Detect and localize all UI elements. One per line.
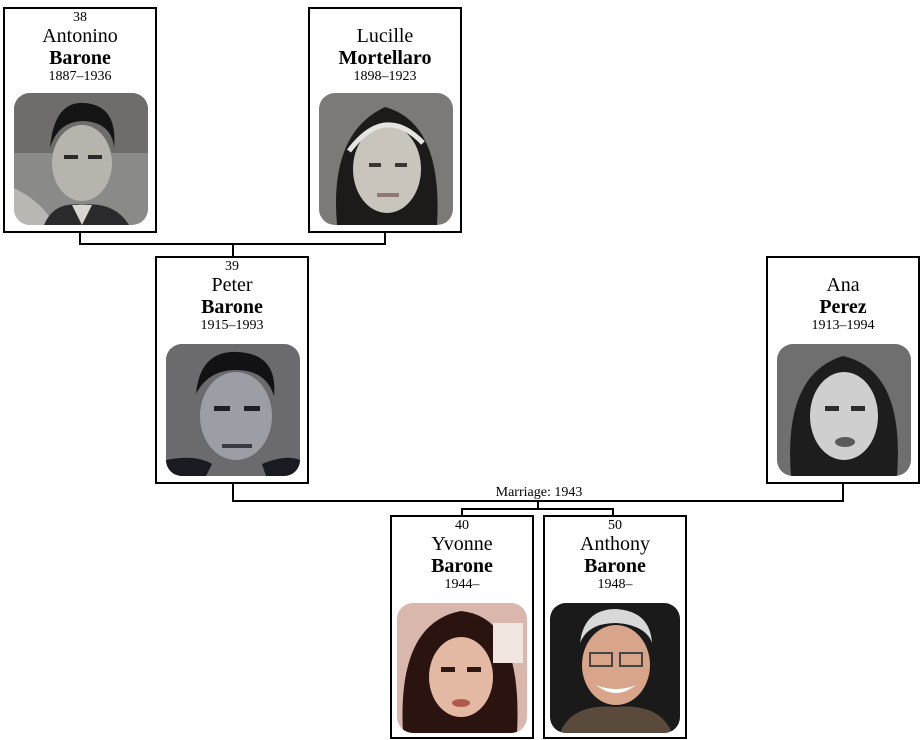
person-card-ana[interactable]: Ana Perez 1913–1994 bbox=[766, 256, 920, 484]
person-dates: 1915–1993 bbox=[200, 318, 264, 333]
person-dates: 1944– bbox=[444, 577, 480, 592]
person-card-antonino[interactable]: 38 Antonino Barone 1887–1936 bbox=[3, 7, 157, 233]
portrait-woman-young-icon bbox=[397, 603, 527, 733]
person-first-name: Ana bbox=[826, 274, 860, 296]
person-card-peter[interactable]: 39 Peter Barone 1915–1993 bbox=[155, 256, 309, 484]
children-connector-down bbox=[537, 500, 539, 509]
person-number bbox=[768, 260, 918, 274]
person-first-name: Yvonne bbox=[431, 533, 493, 555]
person-first-name: Antonino bbox=[42, 25, 118, 47]
children-connector-bar bbox=[461, 508, 614, 510]
person-number: 40 bbox=[455, 518, 469, 533]
parents-connector-down bbox=[232, 243, 234, 258]
portrait-man-icon bbox=[166, 344, 300, 476]
person-number: 39 bbox=[225, 259, 239, 274]
person-card-yvonne[interactable]: 40 Yvonne Barone 1944– bbox=[390, 515, 534, 739]
person-first-name: Anthony bbox=[580, 533, 650, 555]
person-dates: 1913–1994 bbox=[811, 318, 875, 333]
portrait-woman-icon bbox=[777, 344, 911, 476]
person-last-name: Barone bbox=[201, 296, 263, 318]
portrait-woman-headband-icon bbox=[319, 93, 453, 225]
portrait-man-glasses-icon bbox=[550, 603, 680, 733]
person-last-name: Barone bbox=[431, 555, 493, 577]
person-first-name: Lucille bbox=[356, 25, 414, 47]
person-last-name: Barone bbox=[584, 555, 646, 577]
marriage-connector-right-drop bbox=[842, 482, 844, 501]
children-connector-left-drop bbox=[461, 508, 463, 516]
person-number bbox=[310, 11, 460, 25]
portrait-man-young-icon bbox=[14, 93, 148, 225]
person-last-name: Perez bbox=[819, 296, 867, 318]
marriage-connector-left-drop bbox=[232, 482, 234, 501]
person-first-name: Peter bbox=[211, 274, 253, 296]
marriage-label: Marriage: 1943 bbox=[486, 486, 592, 500]
person-card-anthony[interactable]: 50 Anthony Barone 1948– bbox=[543, 515, 687, 739]
person-dates: 1948– bbox=[597, 577, 633, 592]
parents-connector-left-drop bbox=[79, 232, 81, 244]
person-last-name: Mortellaro bbox=[338, 47, 432, 69]
person-number: 50 bbox=[608, 518, 622, 533]
person-number: 38 bbox=[73, 10, 87, 25]
person-dates: 1898–1923 bbox=[353, 69, 417, 84]
parents-connector-right-drop bbox=[384, 232, 386, 244]
person-card-lucille[interactable]: Lucille Mortellaro 1898–1923 bbox=[308, 7, 462, 233]
person-last-name: Barone bbox=[49, 47, 111, 69]
person-dates: 1887–1936 bbox=[48, 69, 112, 84]
children-connector-right-drop bbox=[612, 508, 614, 516]
